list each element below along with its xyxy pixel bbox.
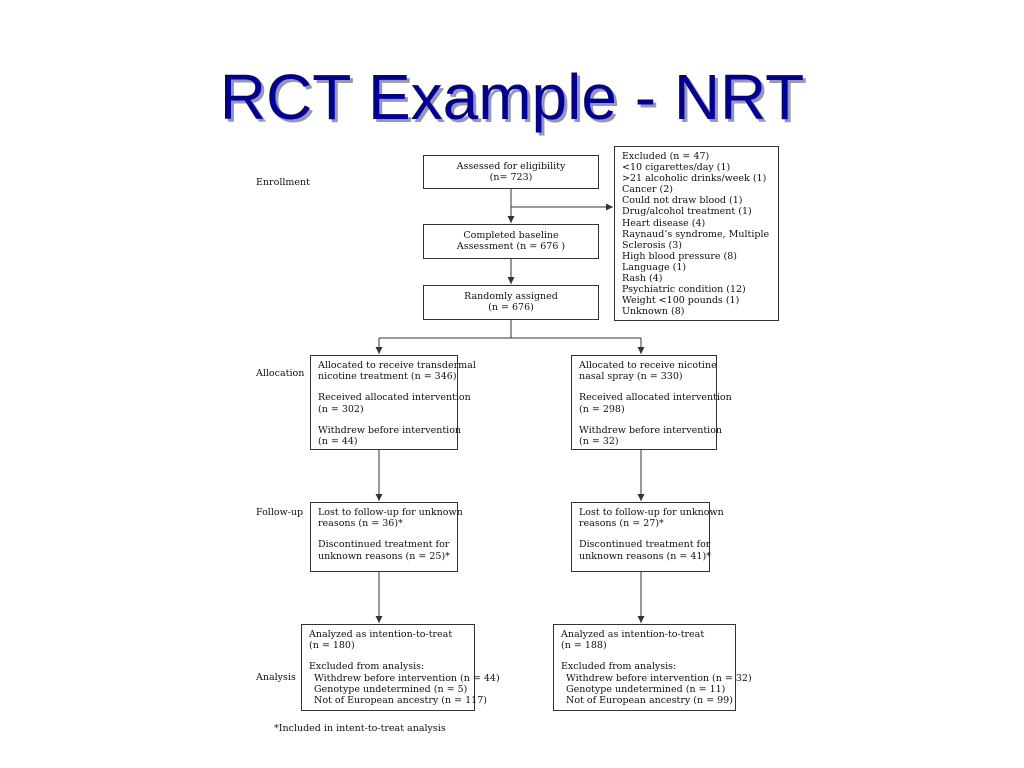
alloc-left-line: Withdrew before intervention <box>318 424 462 436</box>
box-follow-up-nasal-spray: Lost to follow-up for unknown reasons (n… <box>571 502 724 572</box>
slide-title: RCT Example - NRT <box>219 61 805 133</box>
alloc-right-line: (n = 32) <box>579 436 619 448</box>
analysis-right-line: Analyzed as intention-to-treat <box>561 629 705 640</box>
follow-right-line: unknown reasons (n = 41)* <box>579 550 711 562</box>
stage-enrollment: Enrollment <box>256 177 310 188</box>
footnote: *Included in intent-to-treat analysis <box>274 723 446 734</box>
analysis-left-line: Not of European ancestry (n = 117) <box>314 695 487 707</box>
alloc-right-line: Withdrew before intervention <box>579 424 723 436</box>
alloc-left-line: Received allocated intervention <box>318 392 471 404</box>
excluded-line: Language (1) <box>622 261 687 273</box>
excluded-line: Heart disease (4) <box>622 217 706 229</box>
assessed-line-2: (n= 723) <box>489 172 533 184</box>
box-analysis-transdermal: Analyzed as intention-to-treat (n = 180)… <box>301 624 500 711</box>
box-excluded: Excluded (n = 47) <10 cigarettes/day (1)… <box>614 146 779 321</box>
analysis-left-line: Analyzed as intention-to-treat <box>309 629 453 640</box>
excluded-line: Unknown (8) <box>622 306 685 318</box>
analysis-right-line: Not of European ancestry (n = 99) <box>566 695 733 707</box>
follow-left-line: Lost to follow-up for unknown <box>318 507 463 518</box>
box-randomly-assigned: Randomly assigned (n = 676) <box>423 285 599 320</box>
excluded-line: Weight <100 pounds (1) <box>622 295 740 307</box>
excluded-line: Raynaud’s syndrome, Multiple <box>622 228 770 240</box>
alloc-right-line: Received allocated intervention <box>579 392 732 404</box>
alloc-right-line: (n = 298) <box>579 403 625 415</box>
analysis-left-line: (n = 180) <box>309 640 355 652</box>
box-analysis-nasal-spray: Analyzed as intention-to-treat (n = 188)… <box>553 624 752 711</box>
box-allocation-transdermal: Allocated to receive transdermal nicotin… <box>310 355 476 450</box>
alloc-right-line: Allocated to receive nicotine <box>579 360 717 371</box>
alloc-right-line: nasal spray (n = 330) <box>579 371 683 383</box>
analysis-right-line: (n = 188) <box>561 640 607 652</box>
follow-left-line: Discontinued treatment for <box>318 539 450 551</box>
box-follow-up-transdermal: Lost to follow-up for unknown reasons (n… <box>310 502 463 572</box>
alloc-left-line: (n = 302) <box>318 403 364 415</box>
excluded-line: High blood pressure (8) <box>622 250 737 262</box>
excluded-line: Psychiatric condition (12) <box>622 284 746 296</box>
follow-left-line: unknown reasons (n = 25)* <box>318 550 450 562</box>
stage-follow-up: Follow-up <box>256 507 304 518</box>
stage-analysis: Analysis <box>256 672 296 683</box>
follow-left-line: reasons (n = 36)* <box>318 518 403 530</box>
excluded-line: Rash (4) <box>622 273 663 285</box>
follow-right-line: Discontinued treatment for <box>579 539 711 551</box>
excluded-line: Excluded (n = 47) <box>622 151 710 162</box>
baseline-line-1: Completed baseline <box>463 230 559 241</box>
analysis-right-line: Excluded from analysis: <box>561 661 677 673</box>
randomized-line-1: Randomly assigned <box>464 291 558 302</box>
alloc-left-line: nicotine treatment (n = 346) <box>318 371 457 383</box>
analysis-left-line: Withdrew before intervention (n = 44) <box>314 672 500 684</box>
follow-right-line: Lost to follow-up for unknown <box>579 507 724 518</box>
analysis-left-line: Excluded from analysis: <box>309 661 425 673</box>
stage-allocation: Allocation <box>256 368 305 379</box>
excluded-line: >21 alcoholic drinks/week (1) <box>622 173 767 185</box>
box-allocation-nasal-spray: Allocated to receive nicotine nasal spra… <box>571 355 732 450</box>
box-assessed-eligibility: Assessed for eligibility (n= 723) <box>423 155 599 189</box>
excluded-line: Drug/alcohol treatment (1) <box>622 206 752 218</box>
analysis-right-line: Withdrew before intervention (n = 32) <box>566 672 752 684</box>
alloc-left-line: (n = 44) <box>318 436 358 448</box>
excluded-line: Could not draw blood (1) <box>622 195 743 207</box>
analysis-right-line: Genotype undetermined (n = 11) <box>566 683 726 695</box>
analysis-left-line: Genotype undetermined (n = 5) <box>314 683 468 695</box>
excluded-line: Sclerosis (3) <box>622 239 683 251</box>
randomized-line-2: (n = 676) <box>488 302 534 314</box>
excluded-line: Cancer (2) <box>622 184 674 196</box>
assessed-line-1: Assessed for eligibility <box>456 161 566 172</box>
baseline-line-2: Assessment (n = 676 ) <box>456 241 566 253</box>
box-completed-baseline: Completed baseline Assessment (n = 676 ) <box>423 224 599 259</box>
alloc-left-line: Allocated to receive transdermal <box>318 360 476 371</box>
follow-right-line: reasons (n = 27)* <box>579 518 664 530</box>
excluded-line: <10 cigarettes/day (1) <box>622 162 731 174</box>
